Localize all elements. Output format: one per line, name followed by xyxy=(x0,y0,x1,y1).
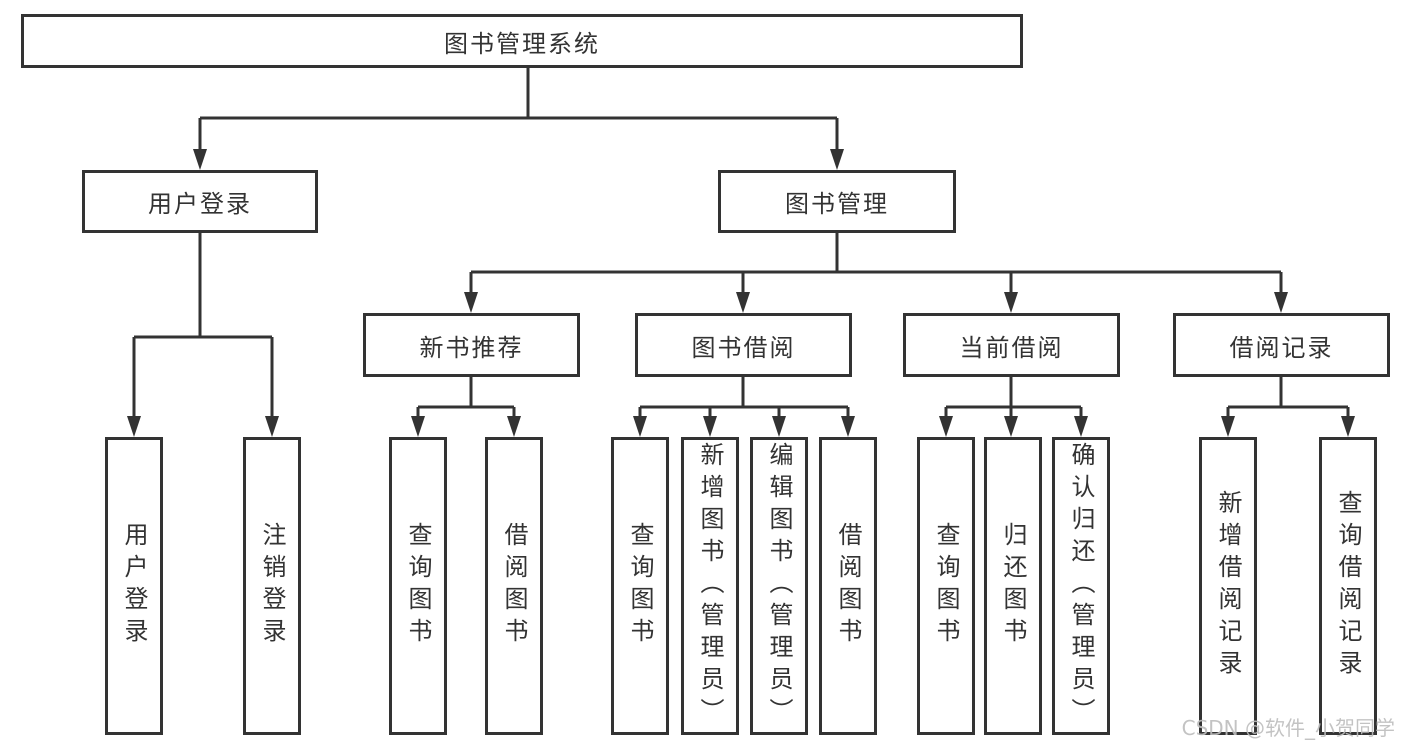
node-user-login: 用户登录 xyxy=(82,170,318,233)
node-label: 借阅记录 xyxy=(1229,333,1334,362)
node-borrowing-records: 借阅记录 xyxy=(1173,313,1390,377)
node-label: 新增借阅记录 xyxy=(1214,490,1242,682)
csdn-watermark: CSDN @软件_小贺同学 xyxy=(1181,716,1395,740)
leaf-logout: 注销登录 xyxy=(243,437,301,735)
leaf-add-book-admin: 新增图书（管理员） xyxy=(681,437,739,735)
node-label: 图书借阅 xyxy=(691,333,796,362)
node-label: 借阅图书 xyxy=(834,522,862,650)
node-label: 当前借阅 xyxy=(959,333,1064,362)
leaf-add-borrow-record: 新增借阅记录 xyxy=(1199,437,1257,735)
node-label: 编辑图书（管理员） xyxy=(765,442,793,730)
leaf-user-login: 用户登录 xyxy=(105,437,163,735)
leaf-return-books: 归还图书 xyxy=(984,437,1042,735)
leaf-query-books-borrow: 查询图书 xyxy=(611,437,669,735)
node-label: 查询图书 xyxy=(932,522,960,650)
leaf-query-books-current: 查询图书 xyxy=(917,437,975,735)
node-label: 借阅图书 xyxy=(500,522,528,650)
node-root-system: 图书管理系统 xyxy=(21,14,1023,68)
node-label: 查询借阅记录 xyxy=(1334,490,1362,682)
arrowhead-icons xyxy=(127,149,1355,437)
leaf-borrow-books: 借阅图书 xyxy=(819,437,877,735)
node-label: 查询图书 xyxy=(626,522,654,650)
node-label: 归还图书 xyxy=(999,522,1027,650)
node-label: 用户登录 xyxy=(120,522,148,650)
node-label: 新书推荐 xyxy=(419,333,524,362)
leaf-borrow-books-recommend: 借阅图书 xyxy=(485,437,543,735)
node-book-borrowing: 图书借阅 xyxy=(635,313,852,377)
node-label: 新增图书（管理员） xyxy=(696,442,724,730)
node-new-book-recommendation: 新书推荐 xyxy=(363,313,580,377)
node-label: 图书管理 xyxy=(785,190,889,218)
leaf-edit-book-admin: 编辑图书（管理员） xyxy=(750,437,808,735)
node-label: 用户登录 xyxy=(148,190,252,218)
node-current-borrowing: 当前借阅 xyxy=(903,313,1120,377)
leaf-query-borrow-record: 查询借阅记录 xyxy=(1319,437,1377,735)
node-label: 查询图书 xyxy=(404,522,432,650)
node-label: 确认归还（管理员） xyxy=(1067,442,1095,730)
node-book-management: 图书管理 xyxy=(718,170,956,233)
node-label: 图书管理系统 xyxy=(444,29,600,58)
leaf-confirm-return-admin: 确认归还（管理员） xyxy=(1052,437,1110,735)
node-label: 注销登录 xyxy=(258,522,286,650)
leaf-query-books-recommend: 查询图书 xyxy=(389,437,447,735)
